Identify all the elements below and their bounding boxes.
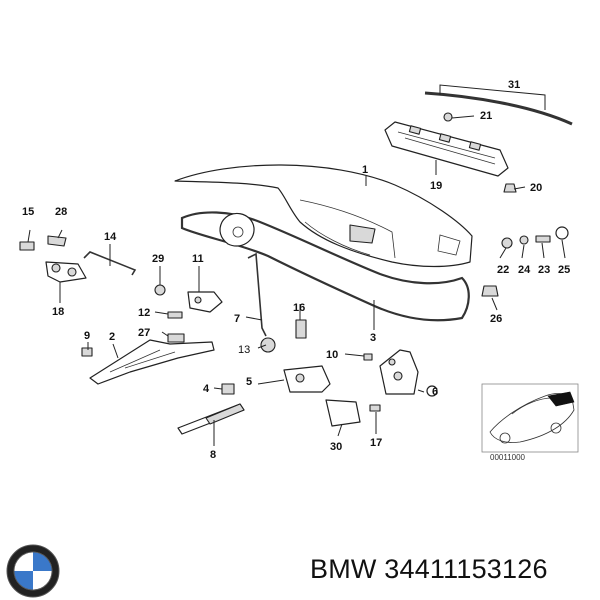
callout-29: 29	[152, 253, 164, 265]
callout-8: 8	[210, 449, 216, 461]
lock-bracket	[89, 339, 215, 385]
actuator	[187, 291, 223, 313]
trunk-lock	[283, 365, 331, 393]
callout-5: 5	[246, 376, 252, 388]
callout-9: 9	[84, 330, 90, 342]
callout-19: 19	[430, 180, 442, 192]
gas-strut	[177, 403, 245, 435]
bmw-roundel-icon	[6, 544, 60, 598]
callout-27: 27	[138, 327, 150, 339]
inset-code: 00011000	[490, 453, 526, 462]
callout-20: 20	[530, 182, 542, 194]
callout-16: 16	[293, 302, 305, 314]
callout-31: 31	[508, 79, 520, 91]
callout-11: 11	[192, 253, 204, 265]
callouts: 1 31 21 19 20 3 22 24 23 25 26 15 28 14 …	[22, 79, 570, 461]
callout-1: 1	[362, 164, 368, 176]
latch	[379, 349, 419, 395]
callout-6: 6	[432, 386, 438, 398]
brand-row: BMW 34411153126	[0, 540, 600, 600]
callout-7: 7	[234, 313, 240, 325]
callout-26: 26	[490, 313, 502, 325]
spoiler-strip	[424, 84, 573, 126]
trunk-seal	[180, 211, 470, 322]
torsion-rod	[83, 251, 137, 276]
callout-13: 13	[238, 344, 250, 356]
callout-28: 28	[55, 206, 67, 218]
callout-15: 15	[22, 206, 34, 218]
location-inset: 00011000	[481, 383, 579, 462]
trunk-lid	[174, 164, 473, 268]
callout-24: 24	[518, 264, 531, 276]
release-rod	[247, 252, 267, 337]
callout-25: 25	[558, 264, 570, 276]
callout-2: 2	[109, 331, 115, 343]
brake-light	[384, 121, 509, 177]
part-number-caption: BMW 34411153126	[310, 554, 548, 584]
callout-14: 14	[104, 231, 117, 243]
callout-3: 3	[370, 332, 376, 344]
callout-12: 12	[138, 307, 150, 319]
fasteners	[19, 112, 569, 412]
callout-23: 23	[538, 264, 550, 276]
leader-lines	[27, 115, 566, 446]
callout-10: 10	[326, 349, 338, 361]
callout-4: 4	[203, 383, 210, 395]
lock-cover	[325, 399, 361, 427]
callout-21: 21	[480, 110, 492, 122]
callout-30: 30	[330, 441, 342, 453]
gasket-ring	[219, 212, 255, 247]
callout-18: 18	[52, 306, 64, 318]
callout-22: 22	[497, 264, 509, 276]
hinge	[45, 261, 87, 283]
callout-17: 17	[370, 437, 382, 449]
